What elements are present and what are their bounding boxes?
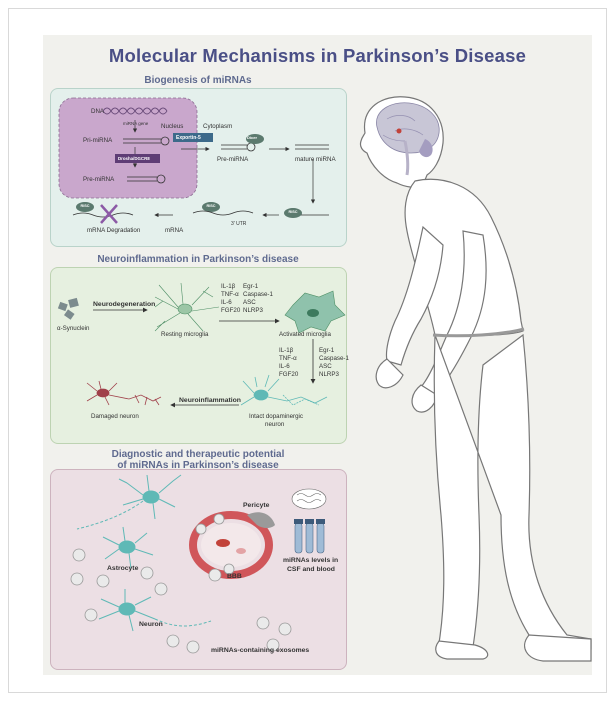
cytokine-fgf20: FGF20 [221, 307, 241, 314]
mirna-levels-label-2: CSF and blood [287, 566, 335, 573]
pri-mirna-label: Pri-miRNA [83, 137, 113, 144]
marker-asc: ASC [243, 299, 256, 306]
marker-caspase1: Caspase-1 [243, 291, 273, 298]
synuclein-aggregate-icon [57, 297, 79, 320]
activated-microglia-icon [284, 290, 346, 334]
utr-label: 3' UTR [231, 221, 247, 227]
blood-brain-barrier-icon [189, 511, 275, 579]
marker-egr1: Egr-1 [243, 283, 259, 290]
marker-nlrp3-2: NLRP3 [319, 371, 339, 378]
diagnostic-heading-1: Diagnostic and therapeutic potential [111, 449, 285, 460]
figure-canvas: Molecular Mechanisms in Parkinson’s Dise… [43, 35, 592, 675]
pre-mirna-cytoplasm-hairpin [221, 142, 256, 152]
belt [432, 327, 525, 338]
mirna-gene-label: miRNA gene [123, 121, 149, 126]
risc-label-b: RISC [204, 202, 218, 211]
cytoplasm-label: Cytoplasm [203, 123, 233, 130]
risc-label-c: RISC [78, 202, 92, 211]
activated-microglia-label: Activated microglia [279, 331, 331, 338]
damaged-neuron-label: Damaged neuron [91, 413, 139, 420]
figure-frame: Molecular Mechanisms in Parkinson’s Dise… [8, 8, 607, 693]
dicer-tag: Dicer [247, 135, 258, 140]
marker-asc-2: ASC [319, 363, 332, 370]
intact-neuron-label-2: neuron [265, 421, 285, 428]
neuron-label: Neuron [139, 621, 163, 628]
pre-mirna-cytoplasm-label: Pre-miRNA [217, 156, 249, 163]
diagnostic-heading-2: of miRNAs in Parkinson’s disease [117, 460, 279, 471]
marker-caspase1-2: Caspase-1 [319, 355, 349, 362]
neuroinflammation-label: Neuroinflammation [179, 397, 241, 404]
cytokine-fgf20-2: FGF20 [279, 371, 299, 378]
diagram-artwork [57, 96, 592, 662]
resting-microglia-label: Resting microglia [161, 331, 209, 338]
degradation-cross-icon [100, 204, 118, 224]
astrocyte-label: Astrocyte [107, 565, 139, 572]
exportin-tag: Exportin-5 [176, 135, 201, 141]
dna-helix-icon [102, 107, 168, 115]
intact-neuron-icon [240, 374, 328, 406]
nucleus-region [58, 97, 198, 199]
mirna-levels-label-1: miRNAs levels in [283, 557, 339, 564]
dna-label: DNA [91, 108, 105, 115]
cytokine-tnfa: TNF-α [221, 291, 239, 298]
astrocyte-cells-icon [76, 474, 212, 632]
patient-figure [359, 96, 592, 662]
mirna-strands-icon [291, 488, 327, 510]
nucleus-label: Nucleus [161, 123, 184, 130]
mature-mirna-label: mature miRNA [295, 156, 336, 163]
neurodegeneration-label: Neurodegeneration [93, 301, 156, 308]
brain-icon [376, 102, 440, 176]
risc-label-a: RISC [286, 208, 300, 217]
cytokine-il6-2: IL-6 [279, 363, 290, 370]
intact-neuron-label: Intact dopaminergic [249, 413, 303, 420]
cytokine-il1b-2: IL-1β [279, 347, 294, 354]
pericyte-label: Pericyte [243, 502, 270, 509]
cytokine-tnfa-2: TNF-α [279, 355, 297, 362]
pri-mirna-hairpin [123, 136, 170, 146]
cytokine-il6: IL-6 [221, 299, 232, 306]
bbb-label: BBB [227, 573, 242, 580]
damaged-neuron-icon [86, 380, 162, 406]
pre-mirna-nucleus-hairpin [127, 174, 166, 184]
drosha-tag: Drosha/DGCR8 [118, 156, 150, 161]
pre-mirna-nucleus-label: Pre-miRNA [83, 176, 115, 183]
mrna-degradation-label: mRNA Degradation [87, 227, 141, 234]
marker-egr1-2: Egr-1 [319, 347, 335, 354]
mature-mirna-duplex [295, 144, 329, 150]
marker-nlrp3: NLRP3 [243, 307, 263, 314]
resting-microglia-icon [154, 282, 220, 332]
cytokine-il1b: IL-1β [221, 283, 236, 290]
exosomes-label: miRNAs-containing exosomes [211, 647, 310, 654]
exosome-vesicles-icon [70, 513, 292, 654]
neuro-heading: Neuroinflammation in Parkinson’s disease [97, 254, 299, 265]
blood-sample-tubes-icon [294, 519, 325, 554]
figure-title: Molecular Mechanisms in Parkinson’s Dise… [108, 45, 527, 66]
mrna-label: mRNA [165, 227, 184, 234]
biogenesis-heading: Biogenesis of miRNAs [144, 75, 252, 86]
panel-neuroinflammation [50, 267, 347, 444]
synuclein-label: α-Synuclein [57, 325, 90, 332]
